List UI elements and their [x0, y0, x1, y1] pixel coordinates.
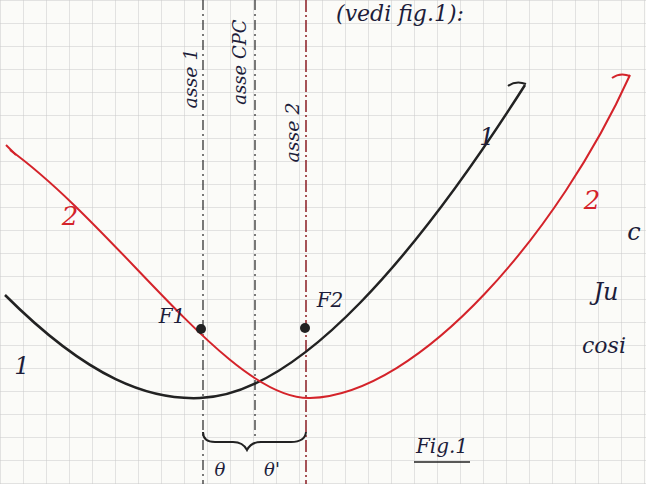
focus-point	[196, 324, 206, 334]
axis-cpc-line	[254, 0, 255, 440]
focus-point	[300, 323, 310, 333]
curve-number: 1	[14, 354, 29, 378]
curve-number: 2	[584, 187, 601, 213]
parabola-1	[5, 85, 525, 398]
curve-tip	[508, 82, 526, 86]
angle-label: θ'	[264, 461, 280, 479]
cut-text: c	[627, 220, 640, 244]
axis-label: asse 2	[282, 102, 301, 162]
angle-label: θ	[215, 461, 226, 479]
angle-brace	[203, 432, 306, 450]
axis-label: asse 1	[180, 48, 199, 108]
note-text: (vedi fig.1):	[336, 3, 464, 25]
curve-tip	[6, 145, 16, 155]
curve-number: 1	[479, 125, 494, 149]
cut-text: Ju	[593, 280, 618, 304]
focus-label: F2	[317, 290, 344, 310]
axis-label: asse CPC	[231, 19, 249, 104]
underline	[414, 461, 470, 463]
cut-text: cosi	[582, 335, 626, 357]
curve-number: 2	[62, 203, 79, 229]
axis-2-line	[305, 0, 307, 484]
parabola-2	[10, 75, 630, 398]
figure-label: Fig.1	[416, 436, 468, 456]
focus-label: F1	[159, 306, 186, 326]
curve-tip	[612, 74, 630, 78]
axis-1-line	[202, 0, 203, 484]
